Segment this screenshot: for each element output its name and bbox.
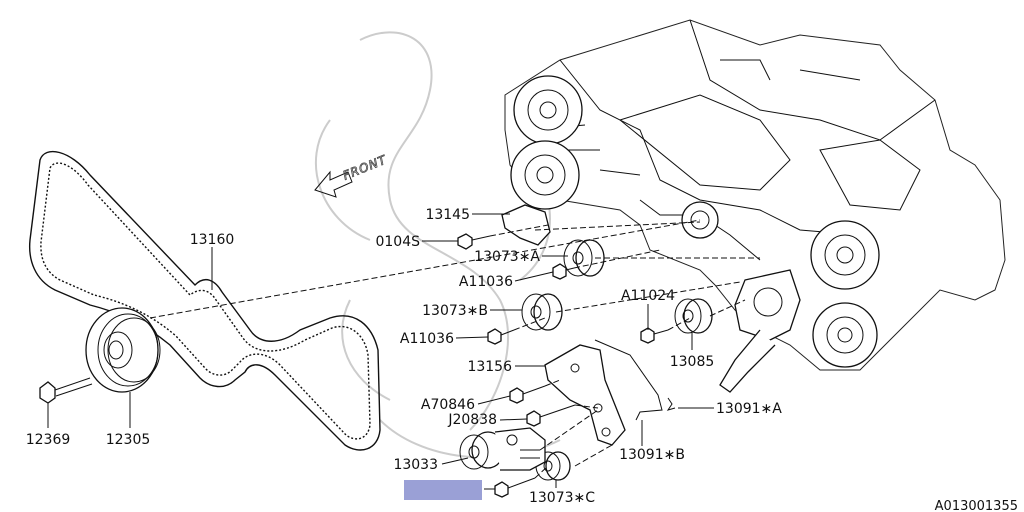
label-13073c[interactable]: 13073∗C <box>529 490 595 506</box>
leader-lines <box>47 213 714 490</box>
idler-13073c <box>535 451 571 481</box>
label-13145[interactable]: 13145 <box>425 207 470 223</box>
bracket-13156 <box>544 344 626 446</box>
bolt-j20838 <box>526 404 576 427</box>
bolt-a11024 <box>640 327 669 344</box>
front-label: FRONT <box>341 152 390 182</box>
belt-guide-13091 <box>594 339 676 421</box>
bolt-0104s <box>457 233 491 250</box>
highlight-box[interactable] <box>404 480 482 500</box>
crank-pulley <box>85 307 161 393</box>
label-a70846[interactable]: A70846 <box>421 397 475 413</box>
engine-block <box>504 19 1006 393</box>
tensioner-13033 <box>459 427 546 471</box>
label-a11036-b[interactable]: A11036 <box>400 331 454 347</box>
label-a11024[interactable]: A11024 <box>621 288 675 304</box>
label-13091a[interactable]: 13091∗A <box>716 401 782 417</box>
part-labels: 13145 0104S 13073∗A A11036 13073∗B A1103… <box>26 207 783 506</box>
label-13091b[interactable]: 13091∗B <box>619 447 685 463</box>
label-13073a[interactable]: 13073∗A <box>474 249 540 265</box>
assembly-lines <box>149 219 760 479</box>
label-13156[interactable]: 13156 <box>467 359 512 375</box>
label-13033[interactable]: 13033 <box>393 457 438 473</box>
label-13160[interactable]: 13160 <box>190 232 235 248</box>
bolt-a11036a <box>552 263 575 280</box>
crank-bolt <box>39 377 93 404</box>
bolt-bottom <box>494 477 536 498</box>
label-13085[interactable]: 13085 <box>670 354 715 370</box>
timing-belt <box>28 150 381 451</box>
label-j20838[interactable]: J20838 <box>447 412 497 428</box>
label-12305[interactable]: 12305 <box>106 432 151 448</box>
bolt-a11036b <box>487 328 515 345</box>
bolt-a70846 <box>509 385 546 404</box>
idler-13085 <box>674 298 713 334</box>
cover-13145 <box>501 204 551 246</box>
idler-13073b <box>521 293 563 331</box>
label-12369[interactable]: 12369 <box>26 432 71 448</box>
label-0104s[interactable]: 0104S <box>375 234 420 250</box>
diagram-id: A013001355 <box>935 499 1018 512</box>
label-a11036-a[interactable]: A11036 <box>459 274 513 290</box>
label-13073b[interactable]: 13073∗B <box>422 303 488 319</box>
front-arrow: FRONT <box>314 152 390 198</box>
